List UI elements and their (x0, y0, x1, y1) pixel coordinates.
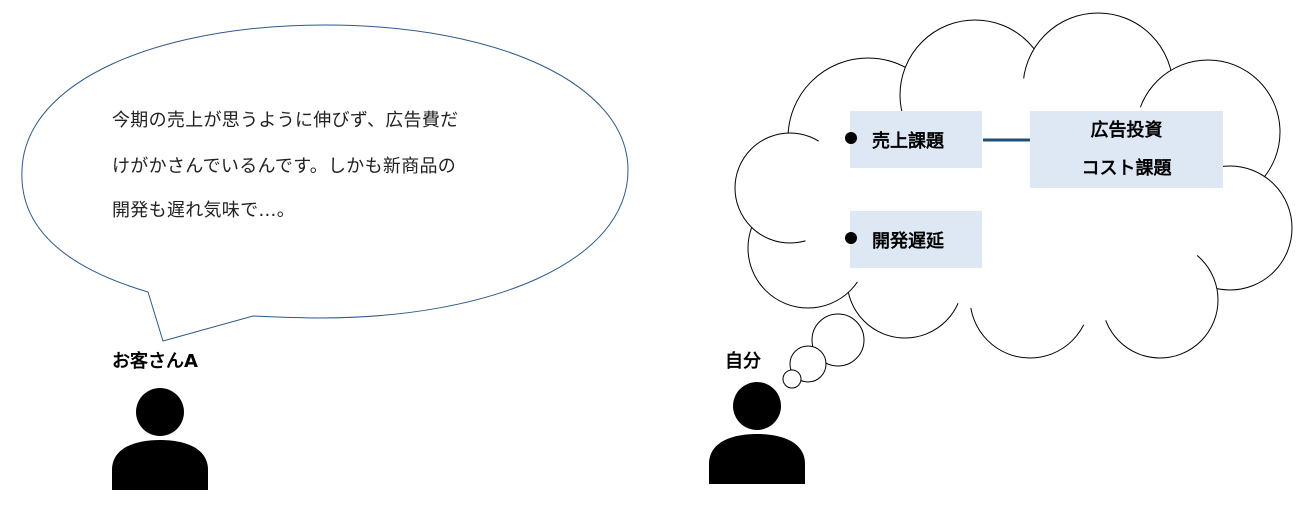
speech-line: けがかさんでいるんです。しかも新商品の (112, 156, 457, 177)
thought-item-label: 開発遅延 (872, 230, 944, 252)
thought-item-sales-issue: 売上課題 (850, 111, 982, 168)
thought-item-label: 売上課題 (872, 130, 944, 152)
customer-label: お客さんA (112, 351, 198, 372)
related-box-ad-cost: 広告投資 コスト課題 (1030, 111, 1223, 188)
bullet-icon (845, 232, 857, 244)
related-line: 広告投資 (1090, 119, 1163, 141)
thought-item-dev-delay: 開発遅延 (850, 211, 982, 268)
related-line: コスト課題 (1081, 157, 1172, 179)
self-label: 自分 (725, 351, 761, 372)
speech-line: 今期の売上が思うように伸びず、広告費だ (112, 110, 459, 131)
speech-line: 開発も遅れ気味で…。 (112, 200, 295, 221)
person-icon (112, 388, 208, 490)
speech-bubble (21, 24, 629, 342)
thought-trail (782, 313, 865, 389)
person-icon (709, 382, 805, 484)
bullet-icon (845, 132, 857, 144)
